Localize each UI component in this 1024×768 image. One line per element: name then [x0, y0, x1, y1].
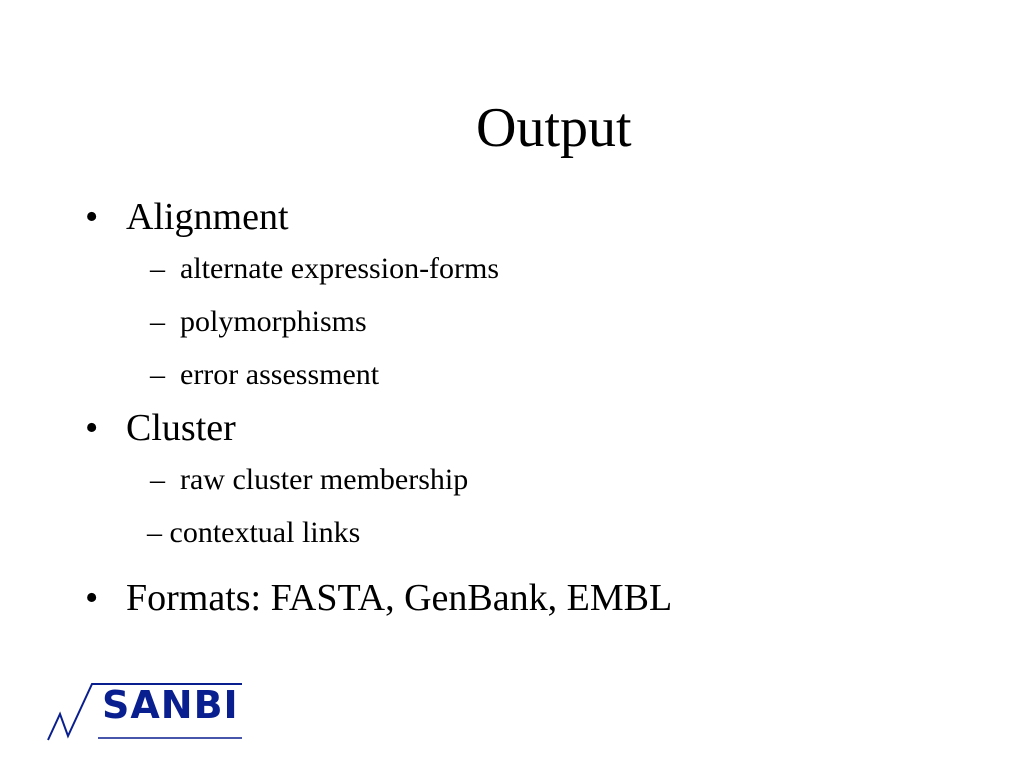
slide-title: Output [476, 97, 632, 159]
sanbi-logo: SANBI [46, 680, 246, 744]
sub-bullet-text: – contextual links [147, 516, 361, 549]
sub-bullet-error-assessment: – error assessment [85, 348, 945, 401]
sub-bullet-marker: – [150, 463, 165, 496]
logo-text: SANBI [102, 683, 239, 727]
sub-bullet-marker: – [150, 252, 165, 285]
sub-bullet-text: error assessment [180, 358, 380, 391]
bullet-alignment: • Alignment [85, 192, 945, 242]
sub-bullet-text: alternate expression-forms [180, 252, 500, 285]
bullet-text: Formats: FASTA, GenBank, EMBL [126, 577, 673, 619]
logo-radical-icon [47, 683, 242, 741]
sub-bullet-raw-cluster-membership: – raw cluster membership [85, 453, 945, 506]
bullet-marker: • [85, 577, 99, 619]
sub-bullet-alternate-expression-forms: – alternate expression-forms [85, 242, 945, 295]
sub-bullet-contextual-links: – contextual links [85, 506, 945, 559]
sub-bullet-marker: – [150, 305, 165, 338]
bullet-marker: • [85, 407, 99, 449]
bullet-text: Alignment [126, 196, 289, 238]
sub-bullet-polymorphisms: – polymorphisms [85, 295, 945, 348]
sub-bullet-text: polymorphisms [180, 305, 367, 338]
bullet-cluster: • Cluster [85, 403, 945, 453]
bullet-text: Cluster [126, 407, 236, 449]
sub-bullet-marker: – [150, 358, 165, 391]
sub-bullet-text: raw cluster membership [180, 463, 469, 496]
bullet-list: • Alignment – alternate expression-forms… [85, 192, 945, 623]
bullet-formats: • Formats: FASTA, GenBank, EMBL [85, 573, 945, 623]
bullet-marker: • [85, 196, 99, 238]
